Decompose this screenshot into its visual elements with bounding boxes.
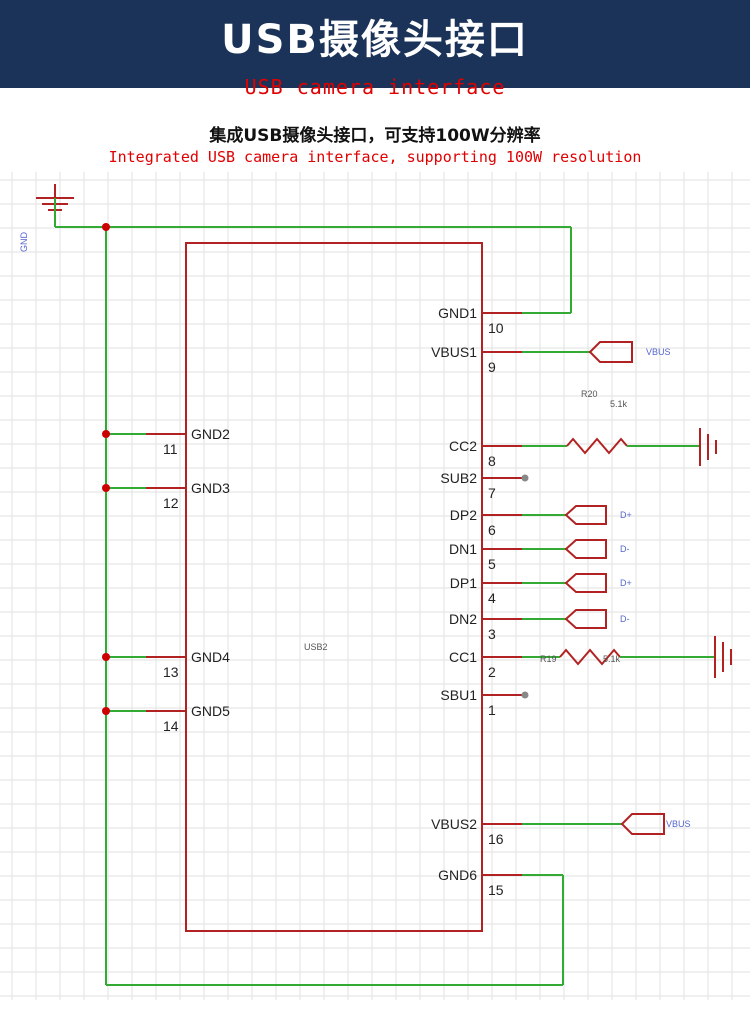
net-port-flag	[564, 609, 607, 629]
pin-number: 5	[488, 556, 496, 572]
usb-connector-body	[185, 242, 483, 932]
section-heading: 集成USB摄像头接口，可支持100W分辨率	[209, 126, 541, 146]
page-title: USB摄像头接口	[221, 17, 529, 63]
resistor-r19	[559, 648, 621, 666]
pin-number: 10	[488, 320, 504, 336]
pin-name-dp1: DP1	[450, 575, 477, 591]
pin-number: 9	[488, 359, 496, 375]
net-port-flag	[564, 539, 607, 559]
pin-number: 4	[488, 590, 496, 606]
pin-name-cc2: CC2	[449, 438, 477, 454]
pin-number: 1	[488, 702, 496, 718]
component-ref-label: USB2	[304, 642, 328, 652]
net-port-flag	[620, 813, 665, 835]
pin-number: 6	[488, 522, 496, 538]
pin-number: 15	[488, 882, 504, 898]
pin-name-sub2: SUB2	[440, 470, 477, 486]
r19-value: 5.1k	[603, 654, 621, 664]
pin-name-dp2: DP2	[450, 507, 477, 523]
pin-number: 8	[488, 453, 496, 469]
section-heading-en: Integrated USB camera interface, support…	[108, 148, 642, 166]
ground-symbol-top	[36, 184, 74, 227]
pin-name-gnd2: GND2	[191, 426, 230, 442]
header-banner: USB摄像头接口 USB camera interface	[0, 0, 750, 99]
pin-name-gnd3: GND3	[191, 480, 230, 496]
pin-name-gnd6: GND6	[438, 867, 477, 883]
pin-number: 13	[163, 664, 179, 680]
ground-symbol-cc1	[714, 636, 732, 678]
pin-number: 14	[163, 718, 179, 734]
net-port-flag	[564, 573, 607, 593]
schematic-grid	[0, 172, 750, 1000]
no-connect-dot	[521, 474, 529, 482]
pin-name-vbus2: VBUS2	[431, 816, 477, 832]
pin-name-cc1: CC1	[449, 649, 477, 665]
pin-name-dn2: DN2	[449, 611, 477, 627]
no-connect-dot	[521, 691, 529, 699]
net-label-dminus: D-	[620, 614, 630, 624]
gnd-net-label: GND	[19, 232, 29, 253]
pin-number: 11	[163, 441, 178, 457]
pin-name-vbus1: VBUS1	[431, 344, 477, 360]
r20-ref: R20	[581, 389, 598, 399]
pin-name-sbu1: SBU1	[440, 687, 477, 703]
pin-number: 12	[163, 495, 179, 511]
pin-number: 2	[488, 664, 496, 680]
net-label-vbus: VBUS	[666, 819, 691, 829]
junction-dots	[102, 223, 110, 715]
right-pins-group: GND110VBUS19VBUSCC28SUB27DP26D+DN15D-DP1…	[431, 305, 690, 898]
ground-symbol-cc2	[699, 428, 717, 466]
pin-name-gnd5: GND5	[191, 703, 230, 719]
pin-number: 16	[488, 831, 504, 847]
pin-name-gnd4: GND4	[191, 649, 230, 665]
pin-name-gnd1: GND1	[438, 305, 477, 321]
resistor-r20	[566, 437, 628, 455]
pin-number: 7	[488, 485, 496, 501]
r19-ref: R19	[540, 654, 557, 664]
net-label-dplus: D+	[620, 510, 632, 520]
net-port-flag	[588, 341, 633, 363]
net-label-vbus: VBUS	[646, 347, 671, 357]
net-label-dminus: D-	[620, 544, 630, 554]
r20-value: 5.1k	[610, 399, 628, 409]
net-label-dplus: D+	[620, 578, 632, 588]
pin-name-dn1: DN1	[449, 541, 477, 557]
page-subtitle: USB camera interface	[244, 75, 506, 99]
net-port-flag	[564, 505, 607, 525]
pin-number: 3	[488, 626, 496, 642]
